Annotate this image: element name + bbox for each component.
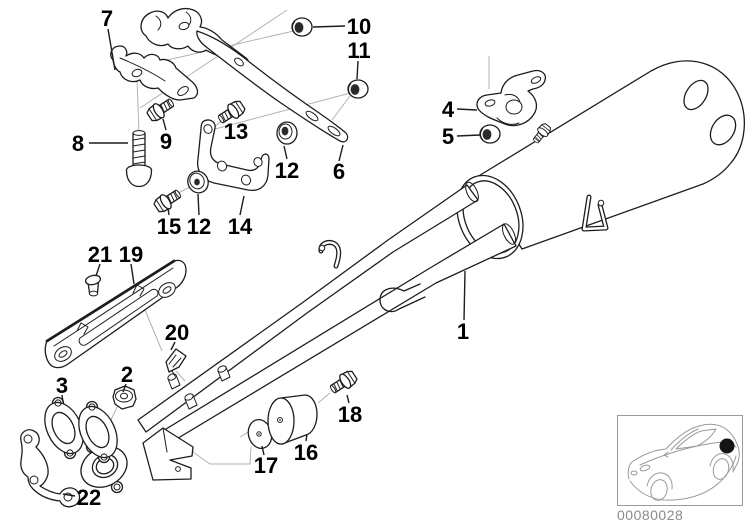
clamp-bracket-7 [110,45,199,101]
callout-leader-12a [283,145,288,160]
callout-8: 8 [72,131,84,156]
callout-6: 6 [333,159,345,184]
callout-leader-9 [162,118,167,131]
washer-12 [187,170,209,194]
callout-21: 21 [88,242,112,267]
callout-leader-20 [170,341,176,351]
callout-12b: 12 [187,214,211,239]
pipe-strap-curl [379,283,426,313]
buffer-16 [267,394,318,445]
callout-4: 4 [442,97,455,122]
strap-bracket-6 [196,30,349,143]
pipe-fin-bracket [142,427,194,481]
callout-leader-12b [197,193,200,216]
callout-leader-6 [338,144,344,162]
callout-3: 3 [56,373,68,398]
bracket-22 [20,429,81,508]
callout-leader-2 [122,383,127,393]
grommet-10 [291,17,313,37]
screw-21 [84,274,102,297]
callout-leader-3 [61,394,64,403]
callout-19: 19 [119,242,143,267]
heat-shield-19 [44,259,187,369]
silencer-bracket-4 [476,69,547,127]
callout-12a: 12 [275,158,299,183]
callout-leader-21 [95,263,101,277]
grommet-11 [347,79,369,99]
pipe-studs [167,365,231,410]
callout-1: 1 [457,319,469,344]
bolt-8 [125,130,153,188]
silencer-body [476,60,745,250]
callout-leader-1 [463,270,466,321]
front-pipes-drawing [80,181,517,494]
part-location-dot [719,438,735,454]
thumbnail-frame [617,415,743,506]
callout-16: 16 [294,440,318,465]
callout-14: 14 [228,214,253,239]
callout-leader-22 [62,493,76,497]
support-bracket-14 [196,119,270,192]
car-thumbnail: 00080028 [617,415,743,523]
callout-leader-7 [107,28,116,71]
callout-leader-18 [346,394,350,404]
pipe-end-flange [80,440,128,494]
bolt-18 [326,367,360,398]
bolt-9 [144,94,178,125]
callout-leader-4 [456,108,478,111]
callout-10: 10 [347,14,371,39]
callout-leader-10 [312,25,346,28]
callout-7: 7 [101,6,113,31]
callout-2: 2 [121,362,133,387]
car-outline-icon [627,423,740,501]
grommet-5 [479,124,501,144]
callout-leader-17 [261,445,265,456]
callout-5: 5 [442,124,454,149]
callout-leader-16 [305,433,308,442]
clip-20 [165,348,187,377]
callout-9: 9 [160,129,172,154]
callout-leader-19 [130,263,135,285]
nut-2 [112,385,137,410]
callout-17: 17 [254,453,278,478]
callout-11: 11 [347,38,370,63]
callout-leader-14 [239,195,245,216]
image-code: 00080028 [617,507,683,523]
callout-13: 13 [224,119,248,144]
callout-leader-11 [356,60,359,80]
callout-leader-15 [167,207,170,216]
callout-15: 15 [157,214,181,239]
callout-18: 18 [338,402,362,427]
callout-20: 20 [165,320,189,345]
callout-leader-5 [456,134,481,137]
callout-22: 22 [77,485,101,510]
spacer-12 [276,121,298,145]
